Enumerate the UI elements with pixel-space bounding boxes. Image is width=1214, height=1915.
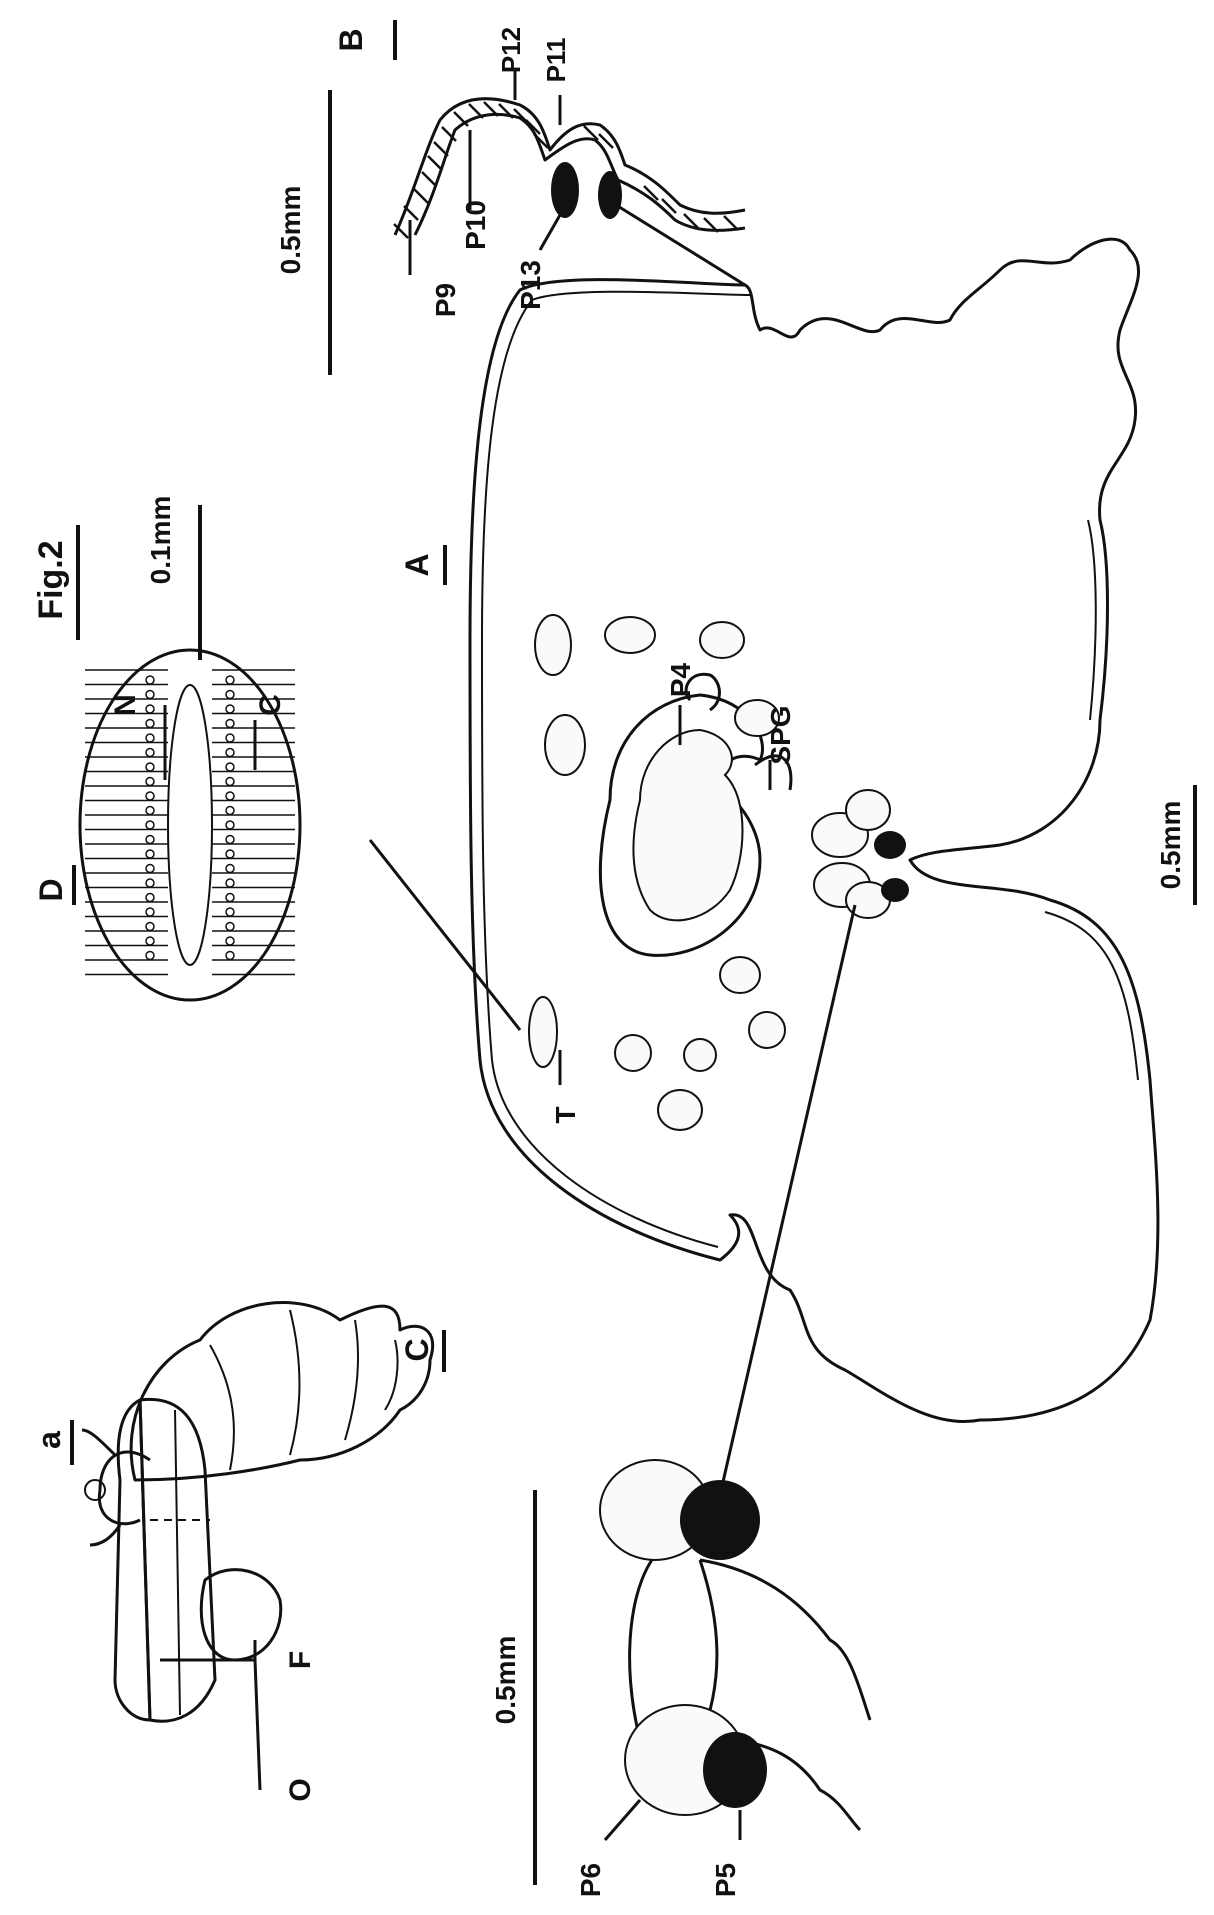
scale-label-C: 0.5mm [490,1636,521,1725]
label-P5: P5 [710,1863,741,1897]
panel-label-B: B [333,28,369,51]
scale-label-A-right: 0.5mm [1155,801,1186,890]
gland-cluster-A [812,790,909,918]
scale-label-D: 0.1mm [145,496,176,585]
epithelium-strip-B [394,99,745,238]
panel-label-C: C [399,1338,435,1361]
leader-D-to-T [370,840,520,1030]
panel-label-a: a [31,1431,67,1449]
leader-P6 [605,1800,640,1840]
label-N: N [109,694,142,716]
label-P9: P9 [430,283,461,317]
label-C: C [254,694,287,716]
label-P12: P12 [496,27,526,73]
label-P4: P4 [665,662,696,697]
figure-title: Fig.2 [32,540,70,619]
label-F: F [284,1651,317,1669]
gland-enlargement-C [600,1460,870,1830]
scale-label-A-top: 0.5mm [275,186,306,275]
panel-label-A: A [399,553,435,576]
label-P6: P6 [575,1863,606,1897]
label-P10: P10 [460,200,491,250]
label-O: O [284,1778,317,1801]
snail-drawing [82,1303,433,1722]
label-P11: P11 [541,38,571,83]
label-T: T [550,1106,581,1123]
panel-label-D: D [33,878,69,901]
label-SPG: SPG [765,705,796,764]
leader-P13 [540,215,560,250]
